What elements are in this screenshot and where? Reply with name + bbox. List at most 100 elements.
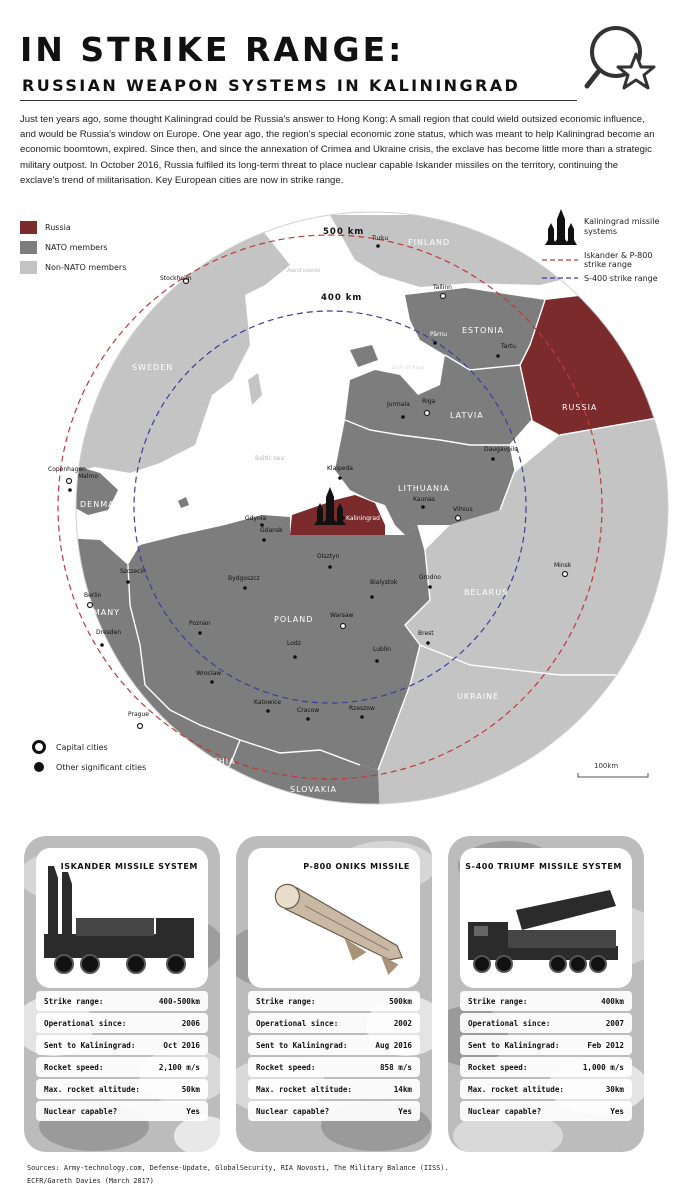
legend-nato: NATO members xyxy=(20,237,126,257)
country-borders xyxy=(127,299,668,771)
legend-other-city: Other significant cities xyxy=(32,757,146,777)
city-poznan: Poznan xyxy=(189,620,211,627)
stat-row: Max. rocket altitude:50km xyxy=(36,1079,208,1099)
city-gdansk: Gdansk xyxy=(260,527,283,534)
map-outline xyxy=(75,211,669,805)
range-500-label: 500 km xyxy=(323,227,365,237)
stat-row: Nuclear capable?Yes xyxy=(36,1101,208,1121)
page-title: IN STRIKE RANGE: xyxy=(20,30,405,69)
country-ukraine: UKRAINE xyxy=(457,692,500,701)
stat-row: Nuclear capable?Yes xyxy=(248,1101,420,1121)
city-grodno: Grodno xyxy=(419,574,441,581)
city-lublin: Lublin xyxy=(373,646,391,653)
riga-gulf-label: Gulf of Riga xyxy=(392,365,425,371)
iskander-stats: Strike range:400-500km Operational since… xyxy=(36,991,208,1123)
city-bialystok: Bialystok xyxy=(370,579,398,586)
country-latvia: LATVIA xyxy=(450,411,484,420)
city-dresden: Dresden xyxy=(96,629,122,636)
country-russia: RUSSIA xyxy=(562,403,598,412)
range-400-label: 400 km xyxy=(321,293,363,303)
latvia-region xyxy=(345,355,532,445)
capital-markers xyxy=(65,277,569,730)
iskander-card: ISKANDER MISSILE SYSTEM Strike range:400… xyxy=(24,836,220,1152)
country-poland: POLAND xyxy=(274,615,314,624)
gotland-island xyxy=(248,373,262,405)
city-stockholm: Stockholm xyxy=(160,275,192,282)
ecfr-star-logo-icon xyxy=(584,26,656,90)
city-olsztyn: Olsztyn xyxy=(317,553,340,560)
iskander-range-circle xyxy=(57,234,603,780)
intro-paragraph: Just ten years ago, some thought Kalinin… xyxy=(20,114,655,186)
stat-row: Max. rocket altitude:14km xyxy=(248,1079,420,1099)
city-copenhagen: Copenhagen xyxy=(48,466,86,473)
legend-non-nato: Non-NATO members xyxy=(20,257,126,277)
legend-missile-systems: Kaliningrad missile systems xyxy=(584,217,660,236)
city-lodz: Lodz xyxy=(287,640,301,647)
stat-row: Operational since:2007 xyxy=(460,1013,632,1033)
oniks-stats: Strike range:500km Operational since:200… xyxy=(248,991,420,1123)
city-brest: Brest xyxy=(418,630,434,637)
credit-text: ECFR/Gareth Davies (March 2017) xyxy=(27,1177,154,1185)
country-lithuania: LITHUANIA xyxy=(398,484,450,493)
oniks-title: P-800 ONIKS MISSILE xyxy=(303,862,410,871)
legend-russia: Russia xyxy=(20,217,126,237)
country-legend: Russia NATO members Non-NATO members xyxy=(20,217,126,277)
city-cracow: Cracow xyxy=(297,707,320,714)
legend-capital: Capital cities xyxy=(32,737,146,757)
denmark-region xyxy=(76,467,118,515)
s400-launcher-icon xyxy=(468,890,618,973)
stat-row: Rocket speed:1,000 m/s xyxy=(460,1057,632,1077)
city-warsaw: Warsaw xyxy=(330,612,354,619)
poland-region xyxy=(128,515,430,770)
city-riga: Riga xyxy=(422,398,436,405)
city-szczecin: Szczecin xyxy=(120,568,146,575)
city-turku: Turku xyxy=(372,235,389,242)
stat-row: Strike range:400-500km xyxy=(36,991,208,1011)
country-estonia: ESTONIA xyxy=(462,326,505,335)
country-finland: FINLAND xyxy=(408,238,451,247)
legend-s400-label: S-400 strike range xyxy=(584,274,658,283)
baltic-sea-label: Baltic sea xyxy=(255,455,285,462)
country-denmark: DENMARK xyxy=(80,500,128,509)
country-germany: GERMANY xyxy=(73,608,121,617)
sources-text: Sources: Army-technology.com, Defense-Up… xyxy=(27,1164,449,1172)
s400-stats: Strike range:400km Operational since:200… xyxy=(460,991,632,1123)
scale-label: 100km xyxy=(594,762,619,770)
estonia-region xyxy=(405,288,545,370)
map-svg xyxy=(57,209,669,805)
stat-row: Strike range:400km xyxy=(460,991,632,1011)
bornholm-island xyxy=(178,497,189,508)
city-prague: Prague xyxy=(128,711,149,718)
saaremaa-island xyxy=(350,345,378,367)
page-subtitle: RUSSIAN WEAPON SYSTEMS IN KALININGRAD xyxy=(22,76,521,95)
city-daugavpils: Daugavpils xyxy=(484,446,518,453)
legend-missile-icon xyxy=(545,209,577,245)
city-parnu: Pärnu xyxy=(430,331,447,338)
stat-row: Sent to Kaliningrad:Oct 2016 xyxy=(36,1035,208,1055)
city-vilnius: Vilnius xyxy=(453,506,473,513)
belarus-region xyxy=(405,415,668,675)
oniks-image-panel: P-800 ONIKS MISSILE xyxy=(248,848,420,988)
city-markers xyxy=(68,244,500,721)
city-tallinn: Tallinn xyxy=(433,284,452,291)
stat-row: Sent to Kaliningrad:Feb 2012 xyxy=(460,1035,632,1055)
city-rzeszow: Rzeszow xyxy=(349,705,375,712)
city-klaipeda: Klaipeda xyxy=(327,465,353,472)
stat-row: Sent to Kaliningrad:Aug 2016 xyxy=(248,1035,420,1055)
aland-label: Aland islands xyxy=(287,268,321,274)
s400-card: S-400 TRIUMF MISSILE SYSTEM Strike range… xyxy=(448,836,644,1152)
city-bydgoszcz: Bydgoszcz xyxy=(228,575,260,582)
iskander-title: ISKANDER MISSILE SYSTEM xyxy=(60,862,198,871)
city-legend: Capital cities Other significant cities xyxy=(32,737,146,777)
city-kaliningrad: Kaliningrad xyxy=(346,515,380,522)
lithuania-region xyxy=(335,420,515,535)
city-berlin: Berlin xyxy=(84,592,102,599)
country-slovakia: SLOVAKIA xyxy=(290,785,337,794)
iskander-image-panel: ISKANDER MISSILE SYSTEM xyxy=(36,848,208,988)
iskander-launcher-icon xyxy=(44,866,194,974)
city-jurmala: Jurmala xyxy=(387,401,410,408)
stat-row: Operational since:2002 xyxy=(248,1013,420,1033)
scale-bar xyxy=(577,773,649,778)
strike-range-map: Russia NATO members Non-NATO members Kal… xyxy=(0,205,674,820)
germany-region xyxy=(76,535,145,730)
